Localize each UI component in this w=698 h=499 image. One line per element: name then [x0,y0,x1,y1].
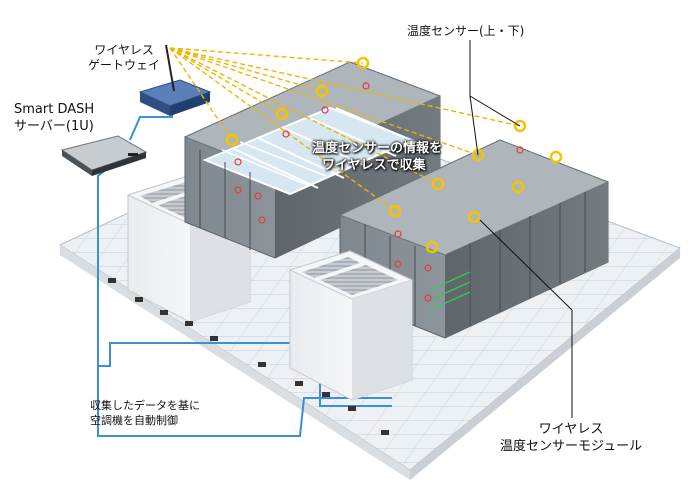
gateway-label-line2: ゲートウェイ [88,58,161,72]
gateway-label-line1: ワイヤレス [94,43,154,57]
module-label: ワイヤレス 温度センサーモジュール [500,421,642,455]
server-label-line2: サーバー(1U) [14,119,94,134]
leader-lines [469,40,573,418]
gateway-label: ワイヤレス ゲートウェイ [88,43,160,73]
server-label-line1: Smart DASH [14,102,95,117]
floor-vents [108,278,389,435]
control-label: 収集したデータを基に 空調機を自動制御 [90,398,200,428]
collect-label-line2: ワイヤレスで収集 [322,158,426,173]
module-label-line1: ワイヤレス [538,422,604,437]
wireless-gateway [138,44,212,116]
server-label: Smart DASH サーバー(1U) [14,101,94,135]
control-label-line2: 空調機を自動制御 [90,414,178,427]
collect-label: 温度センサーの情報を ワイヤレスで収集 [312,140,442,174]
rack-row-right [338,139,610,339]
control-label-line1: 収集したデータを基に [90,399,200,412]
collect-label-line1: 温度センサーの情報を [312,141,443,156]
smart-dash-server [60,135,148,176]
temperature-sensors [225,56,563,302]
wireless-links [169,47,521,212]
module-label-line2: 温度センサーモジュール [500,439,643,454]
temp-sensor-label: 温度センサー(上・下) [407,24,525,38]
air-conditioner-right [288,250,414,401]
